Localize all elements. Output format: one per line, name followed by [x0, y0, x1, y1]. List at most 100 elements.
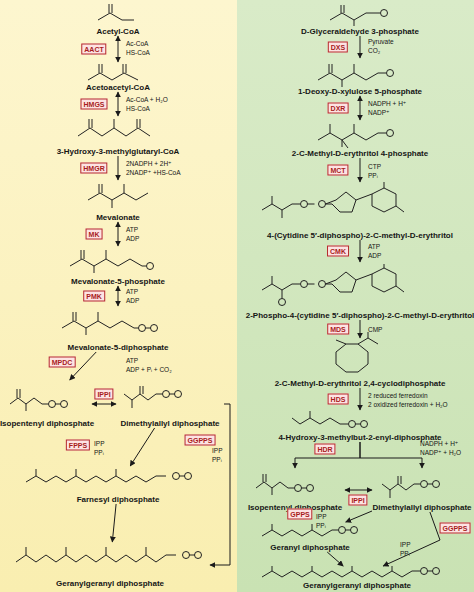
- phosphate-group: [195, 552, 202, 559]
- reaction-arrow: [360, 320, 361, 338]
- mep-panel: [237, 0, 474, 592]
- reaction-arrow: [360, 96, 361, 120]
- cofactor-label: PPᵢ: [316, 522, 326, 530]
- cofactor-label: CMP: [368, 326, 382, 334]
- molecule-structure: [382, 476, 433, 498]
- compound-name: Geranyl diphosphate: [270, 543, 350, 552]
- molecule-structure: [336, 332, 378, 372]
- compound-name: Geranylgeranyl diphosphate: [303, 581, 411, 590]
- cofactor-label: ADP: [126, 297, 139, 305]
- molecule-structure: [10, 389, 61, 411]
- molecule-structure: [318, 64, 386, 87]
- compound-node: Geranylgeranyl diphosphate: [10, 542, 210, 588]
- phosphate-group: [163, 391, 170, 398]
- cofactor-label: 2 reduced ferredoxin: [368, 392, 428, 400]
- enzyme-box: GGPPS: [185, 435, 216, 446]
- compound-name: Geranylgeranyl diphosphate: [56, 579, 164, 588]
- cofactor-label: PPᵢ: [94, 449, 104, 457]
- enzyme-box: GGPPS: [440, 523, 471, 534]
- compound-name: Dimethylallyl diphosphate: [120, 419, 219, 428]
- enzyme-box: HDS: [328, 394, 349, 405]
- reaction-arrow: [118, 286, 119, 306]
- phosphate-group: [295, 485, 302, 492]
- molecule-structure: [26, 469, 185, 482]
- cofactor-label: Ac-CoA: [126, 40, 148, 48]
- phosphate-group: [61, 401, 68, 408]
- reaction-arrow: [345, 490, 372, 491]
- cofactor-label: ATP: [126, 357, 138, 365]
- enzyme-box: IPPI: [348, 495, 367, 506]
- cofactor-label: ATP: [126, 226, 138, 234]
- reaction-arrow: [360, 36, 361, 58]
- compound-node: Geranyl diphosphate: [250, 522, 370, 552]
- compound-node: Geranylgeranyl diphosphate: [242, 566, 472, 590]
- compound-node: 2-C-Methyl-D-erythritol 2,4-cyclodiphosp…: [270, 338, 450, 388]
- compound-node: Acetoacetyl-CoA: [53, 62, 183, 92]
- enzyme-box: HMGR: [80, 163, 107, 174]
- enzyme-box: GPPS: [287, 509, 312, 520]
- compound-node: 2-C-Methyl-D-erythritol 4-phosphate: [280, 120, 440, 158]
- phosphate-group: [433, 481, 440, 488]
- cofactor-label: ADP: [368, 252, 381, 260]
- enzyme-box: FPPS: [66, 440, 90, 451]
- cofactor-label: PPᵢ: [212, 456, 222, 464]
- cofactor-label: CTP: [368, 163, 381, 171]
- phosphate-group: [433, 568, 440, 575]
- reaction-arrow: [118, 222, 119, 246]
- phosphate-group: [173, 473, 180, 480]
- cofactor-label: ADP + Pᵢ + CO₂: [126, 366, 172, 374]
- phosphate-group: [279, 299, 286, 306]
- molecule-structure: [16, 547, 195, 562]
- molecule-structure: [70, 250, 146, 273]
- cofactor-label: NADP⁺: [368, 109, 390, 117]
- reaction-arrow: [346, 511, 372, 522]
- cofactor-label: NADP⁺ + H₂O: [420, 449, 461, 457]
- compound-name: 4-(Cytidine 5′-diphospho)-2-C-methyl-D-e…: [267, 231, 453, 240]
- molecule-structure: [318, 124, 386, 148]
- reaction-arrow: [92, 404, 116, 405]
- enzyme-box: CMK: [327, 246, 349, 257]
- compound-node: Mevalonate-5-phosphate: [43, 246, 193, 286]
- reaction-arrow: [383, 512, 440, 566]
- phosphate-group: [147, 263, 154, 270]
- enzyme-box: PMK: [83, 291, 105, 302]
- phosphate-group: [421, 568, 428, 575]
- phosphate-group: [301, 281, 308, 288]
- phosphate-group: [339, 527, 346, 534]
- compound-name: 2-C-Methyl-D-erythritol 4-phosphate: [292, 149, 428, 158]
- compound-node: 4-(Cytidine 5′-diphospho)-2-C-methyl-D-e…: [248, 182, 472, 240]
- compound-name: D-Glyceraldehyde 3-phosphate: [301, 27, 419, 36]
- molecule-structure: [262, 566, 433, 577]
- molecule-structure: [88, 184, 148, 208]
- compound-name: Mevalonate-5-diphosphate: [68, 343, 169, 352]
- compound-node: Isopentenyl diphosphate: [2, 380, 92, 428]
- enzyme-box: MPDC: [49, 357, 76, 368]
- phosphate-group: [139, 325, 146, 332]
- cofactor-label: NADPH + H⁺: [420, 440, 458, 448]
- reaction-arrow: [360, 158, 361, 182]
- enzyme-box: DXR: [328, 103, 349, 114]
- reaction-arrow: [112, 504, 116, 542]
- phosphate-group: [307, 485, 314, 492]
- reaction-arrow: [295, 442, 360, 468]
- compound-name: 2-Phospho-4-(cytidine 5′-diphospho)-2-C-…: [246, 311, 474, 320]
- compound-name: 1-Deoxy-D-xylulose 5-phosphate: [298, 87, 422, 96]
- compound-name: Dimethylallyl diphosphate: [372, 503, 471, 512]
- molecule-structure: [78, 119, 150, 136]
- molecule-structure: [262, 264, 404, 298]
- phosphate-group: [151, 325, 158, 332]
- cofactor-label: Pyruvate: [368, 38, 394, 46]
- mva-panel: [0, 0, 237, 592]
- compound-node: Acetyl-CoA: [63, 2, 173, 36]
- enzyme-box: IPPI: [94, 389, 113, 400]
- molecule-structure: [256, 474, 307, 495]
- compound-node: Dimethylallyl diphosphate: [372, 468, 472, 512]
- cofactor-label: IPP: [94, 440, 104, 448]
- enzyme-box: DXS: [328, 42, 348, 53]
- cofactor-label: IPP: [212, 447, 222, 455]
- molecule-structure: [88, 64, 138, 80]
- enzyme-box: HMGS: [81, 99, 108, 110]
- phosphate-group: [387, 70, 394, 77]
- compound-name: Mevalonate: [96, 213, 140, 222]
